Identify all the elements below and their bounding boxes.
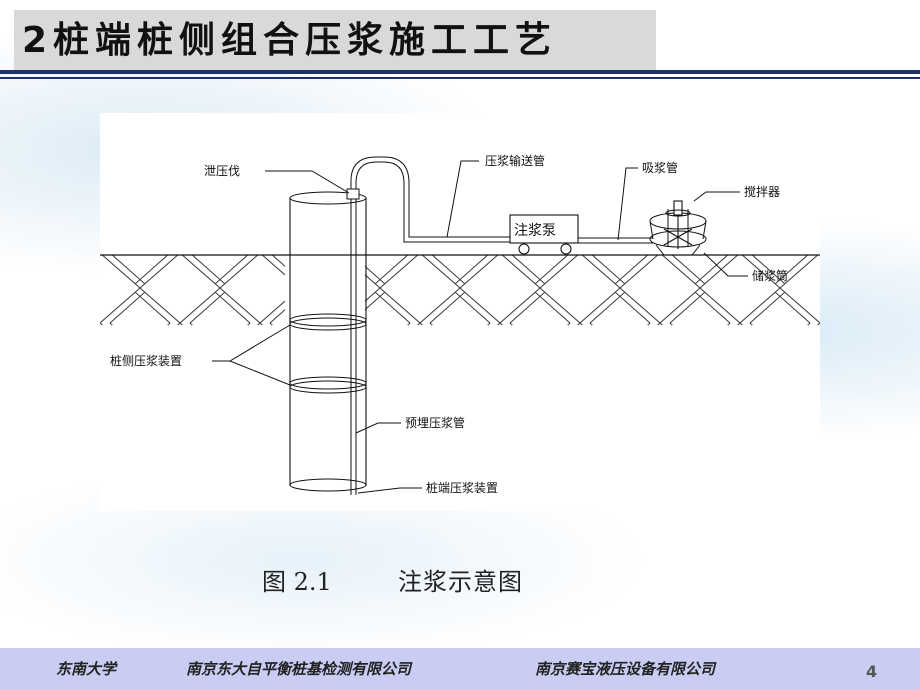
embedded-pipe (350, 195, 357, 495)
mixer (663, 200, 693, 249)
footer-university: 东南大学 (56, 660, 117, 678)
relief-valve-box (346, 188, 360, 200)
leader-lines (212, 160, 748, 494)
label-embedded-pipe: 预埋压浆管 (405, 415, 465, 430)
header-rule-thick (0, 70, 920, 74)
grouting-diagram: 泄压伐 压浆输送管 吸浆管 搅拌器 注浆泵 储浆筒 桩侧压浆装置 预埋压浆管 桩… (100, 113, 820, 511)
side-ring-upper (289, 313, 367, 331)
label-pump: 注浆泵 (514, 223, 556, 239)
page-number: 4 (866, 662, 878, 681)
pile (289, 191, 367, 492)
label-relief-valve: 泄压伐 (204, 164, 240, 178)
pump (509, 214, 579, 255)
label-pile-tip-device: 桩端压浆装置 (426, 480, 498, 495)
footer-band: 东南大学 南京东大自平衡桩基检测有限公司 南京赛宝液压设备有限公司 4 (0, 648, 920, 690)
label-pile-side-device: 桩侧压浆装置 (110, 353, 182, 368)
slide-title: 2桩端桩侧组合压浆施工工艺 (22, 20, 558, 61)
figure-caption: 注浆示意图 (398, 568, 523, 596)
footer-company-2: 南京赛宝液压设备有限公司 (535, 660, 716, 678)
label-delivery-pipe: 压浆输送管 (485, 153, 545, 168)
label-suction-pipe: 吸浆管 (642, 160, 678, 175)
soil-hatch (100, 255, 820, 325)
footer-company-1: 南京东大自平衡桩基检测有限公司 (186, 660, 412, 678)
delivery-pipe (350, 156, 510, 243)
title-band (14, 10, 656, 70)
label-mixer: 搅拌器 (744, 184, 780, 199)
figure-number: 图 2.1 (262, 568, 332, 596)
suction-pipe (578, 237, 653, 244)
header-rule-thin (0, 77, 920, 79)
side-ring-lower (289, 376, 367, 394)
label-storage-tank: 储浆筒 (752, 268, 788, 283)
